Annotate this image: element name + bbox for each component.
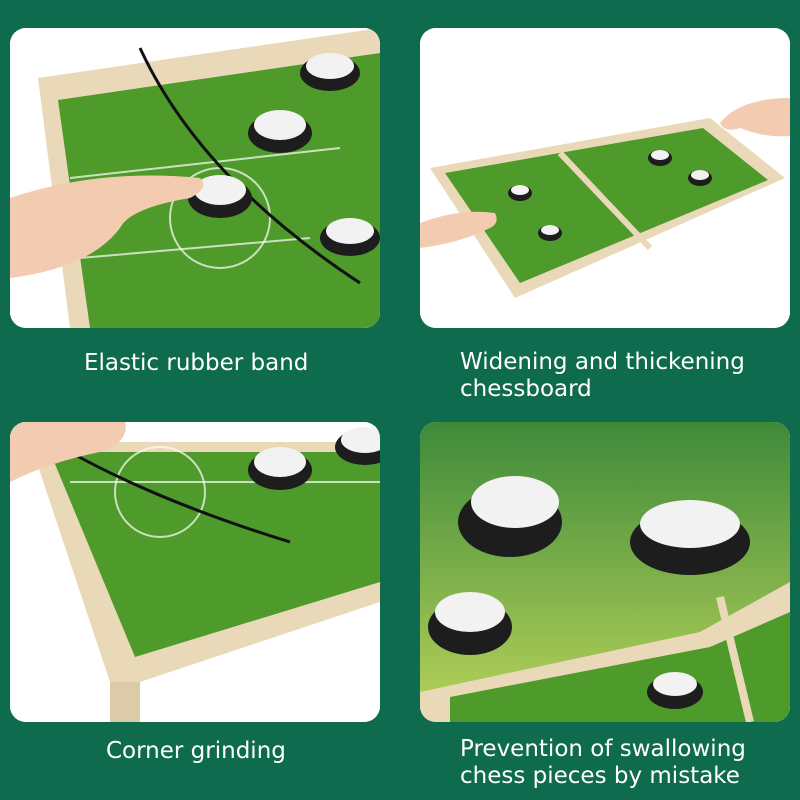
puck-icon — [248, 110, 312, 153]
caption-swallowing: Prevention of swallowing chess pieces by… — [460, 736, 780, 790]
caption-line: chessboard — [460, 376, 592, 402]
puck-icon — [538, 225, 562, 241]
hand-image — [420, 211, 497, 248]
puck-icon — [648, 150, 672, 166]
caption-line: Elastic rubber band — [84, 350, 309, 376]
product-photo-chessboard — [420, 28, 790, 328]
chessboard-illustration — [420, 28, 790, 328]
puck-icon — [188, 175, 252, 218]
hand-image — [10, 175, 204, 278]
caption-line: Widening and thickening — [460, 349, 745, 375]
hand-image — [10, 422, 126, 482]
caption-line: Prevention of swallowing — [460, 736, 746, 762]
hand-image — [720, 98, 790, 137]
caption-elastic-band: Elastic rubber band — [84, 350, 308, 377]
caption-chessboard: Widening and thickening chessboard — [460, 349, 780, 403]
puck-icon — [647, 672, 703, 709]
puck-icon — [458, 476, 562, 557]
puck-icon — [248, 447, 312, 490]
elastic-band-illustration — [10, 28, 380, 328]
puck-icon — [300, 53, 360, 91]
puck-icon — [688, 170, 712, 186]
puck-icon — [630, 500, 750, 575]
puck-icon — [428, 592, 512, 655]
corner-illustration — [10, 422, 380, 722]
caption-line: chess pieces by mistake — [460, 763, 740, 789]
caption-corner: Corner grinding — [106, 738, 286, 765]
pucks-illustration — [420, 422, 790, 722]
puck-icon — [320, 218, 380, 256]
product-photo-corner — [10, 422, 380, 722]
caption-line: Corner grinding — [106, 738, 286, 764]
puck-icon — [335, 427, 380, 465]
puck-icon — [508, 185, 532, 201]
product-photo-elastic-band — [10, 28, 380, 328]
product-photo-pucks — [420, 422, 790, 722]
